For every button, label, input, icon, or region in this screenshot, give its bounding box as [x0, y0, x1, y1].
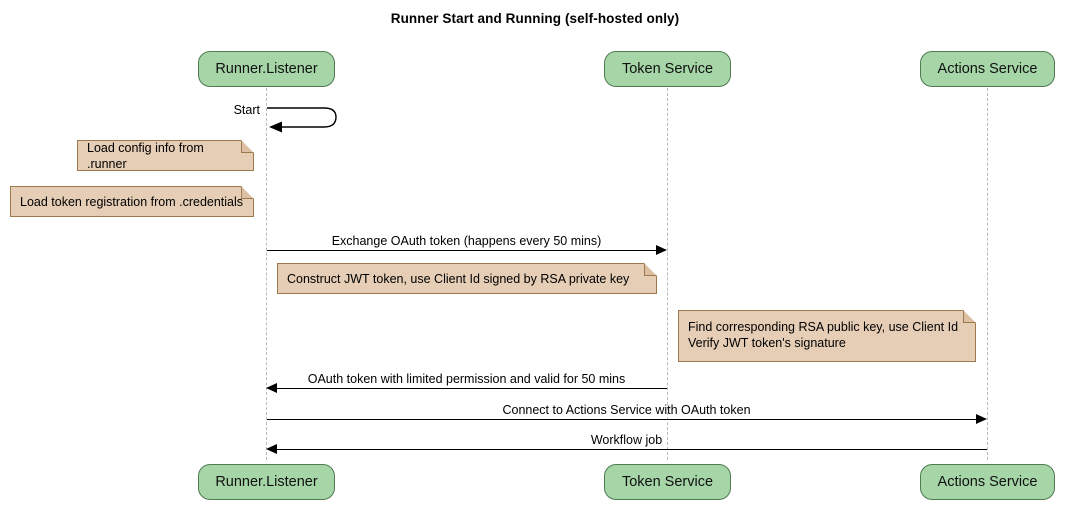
note-load-config: Load config info from .runner [77, 140, 254, 171]
arrow-head-left-icon [266, 383, 277, 393]
participant-runner-bottom-label: Runner.Listener [215, 474, 318, 490]
message-label-exchange: Exchange OAuth token (happens every 50 m… [331, 234, 602, 248]
message-line-oauth-return [277, 388, 667, 389]
arrow-head-left-icon [266, 444, 277, 454]
note-construct-jwt-text: Construct JWT token, use Client Id signe… [287, 271, 630, 286]
note-construct-jwt: Construct JWT token, use Client Id signe… [277, 263, 657, 294]
message-line-workflow-job [277, 449, 987, 450]
participant-runner-top-label: Runner.Listener [215, 61, 318, 77]
message-line-connect-actions [267, 419, 977, 420]
participant-actions-top-label: Actions Service [937, 61, 1038, 77]
participant-token-bottom[interactable]: Token Service [604, 464, 731, 500]
message-label-workflow-job: Workflow job [590, 433, 663, 447]
participant-runner-bottom[interactable]: Runner.Listener [198, 464, 335, 500]
note-verify-jwt-text: Find corresponding RSA public key, use C… [688, 320, 959, 350]
participant-token-top-label: Token Service [621, 61, 714, 77]
note-load-config-text: Load config info from .runner [87, 140, 204, 171]
message-label-start: Start [233, 103, 260, 117]
message-label-connect-actions: Connect to Actions Service with OAuth to… [502, 403, 751, 417]
note-load-credentials-text: Load token registration from .credential… [20, 194, 244, 209]
diagram-title: Runner Start and Running (self-hosted on… [390, 11, 680, 26]
lifeline-runner [266, 88, 267, 460]
message-label-oauth-return: OAuth token with limited permission and … [307, 372, 626, 386]
arrow-head-right-icon [976, 414, 987, 424]
participant-actions-bottom[interactable]: Actions Service [920, 464, 1055, 500]
lifeline-token [667, 88, 668, 460]
note-load-credentials: Load token registration from .credential… [10, 186, 254, 217]
arrow-head-right-icon [656, 245, 667, 255]
participant-token-bottom-label: Token Service [621, 474, 714, 490]
message-line-exchange [267, 250, 657, 251]
participant-actions-top[interactable]: Actions Service [920, 51, 1055, 87]
participant-actions-bottom-label: Actions Service [937, 474, 1038, 490]
participant-token-top[interactable]: Token Service [604, 51, 731, 87]
note-verify-jwt: Find corresponding RSA public key, use C… [678, 310, 976, 362]
lifeline-actions [987, 88, 988, 460]
participant-runner-top[interactable]: Runner.Listener [198, 51, 335, 87]
self-message-start [266, 104, 344, 134]
